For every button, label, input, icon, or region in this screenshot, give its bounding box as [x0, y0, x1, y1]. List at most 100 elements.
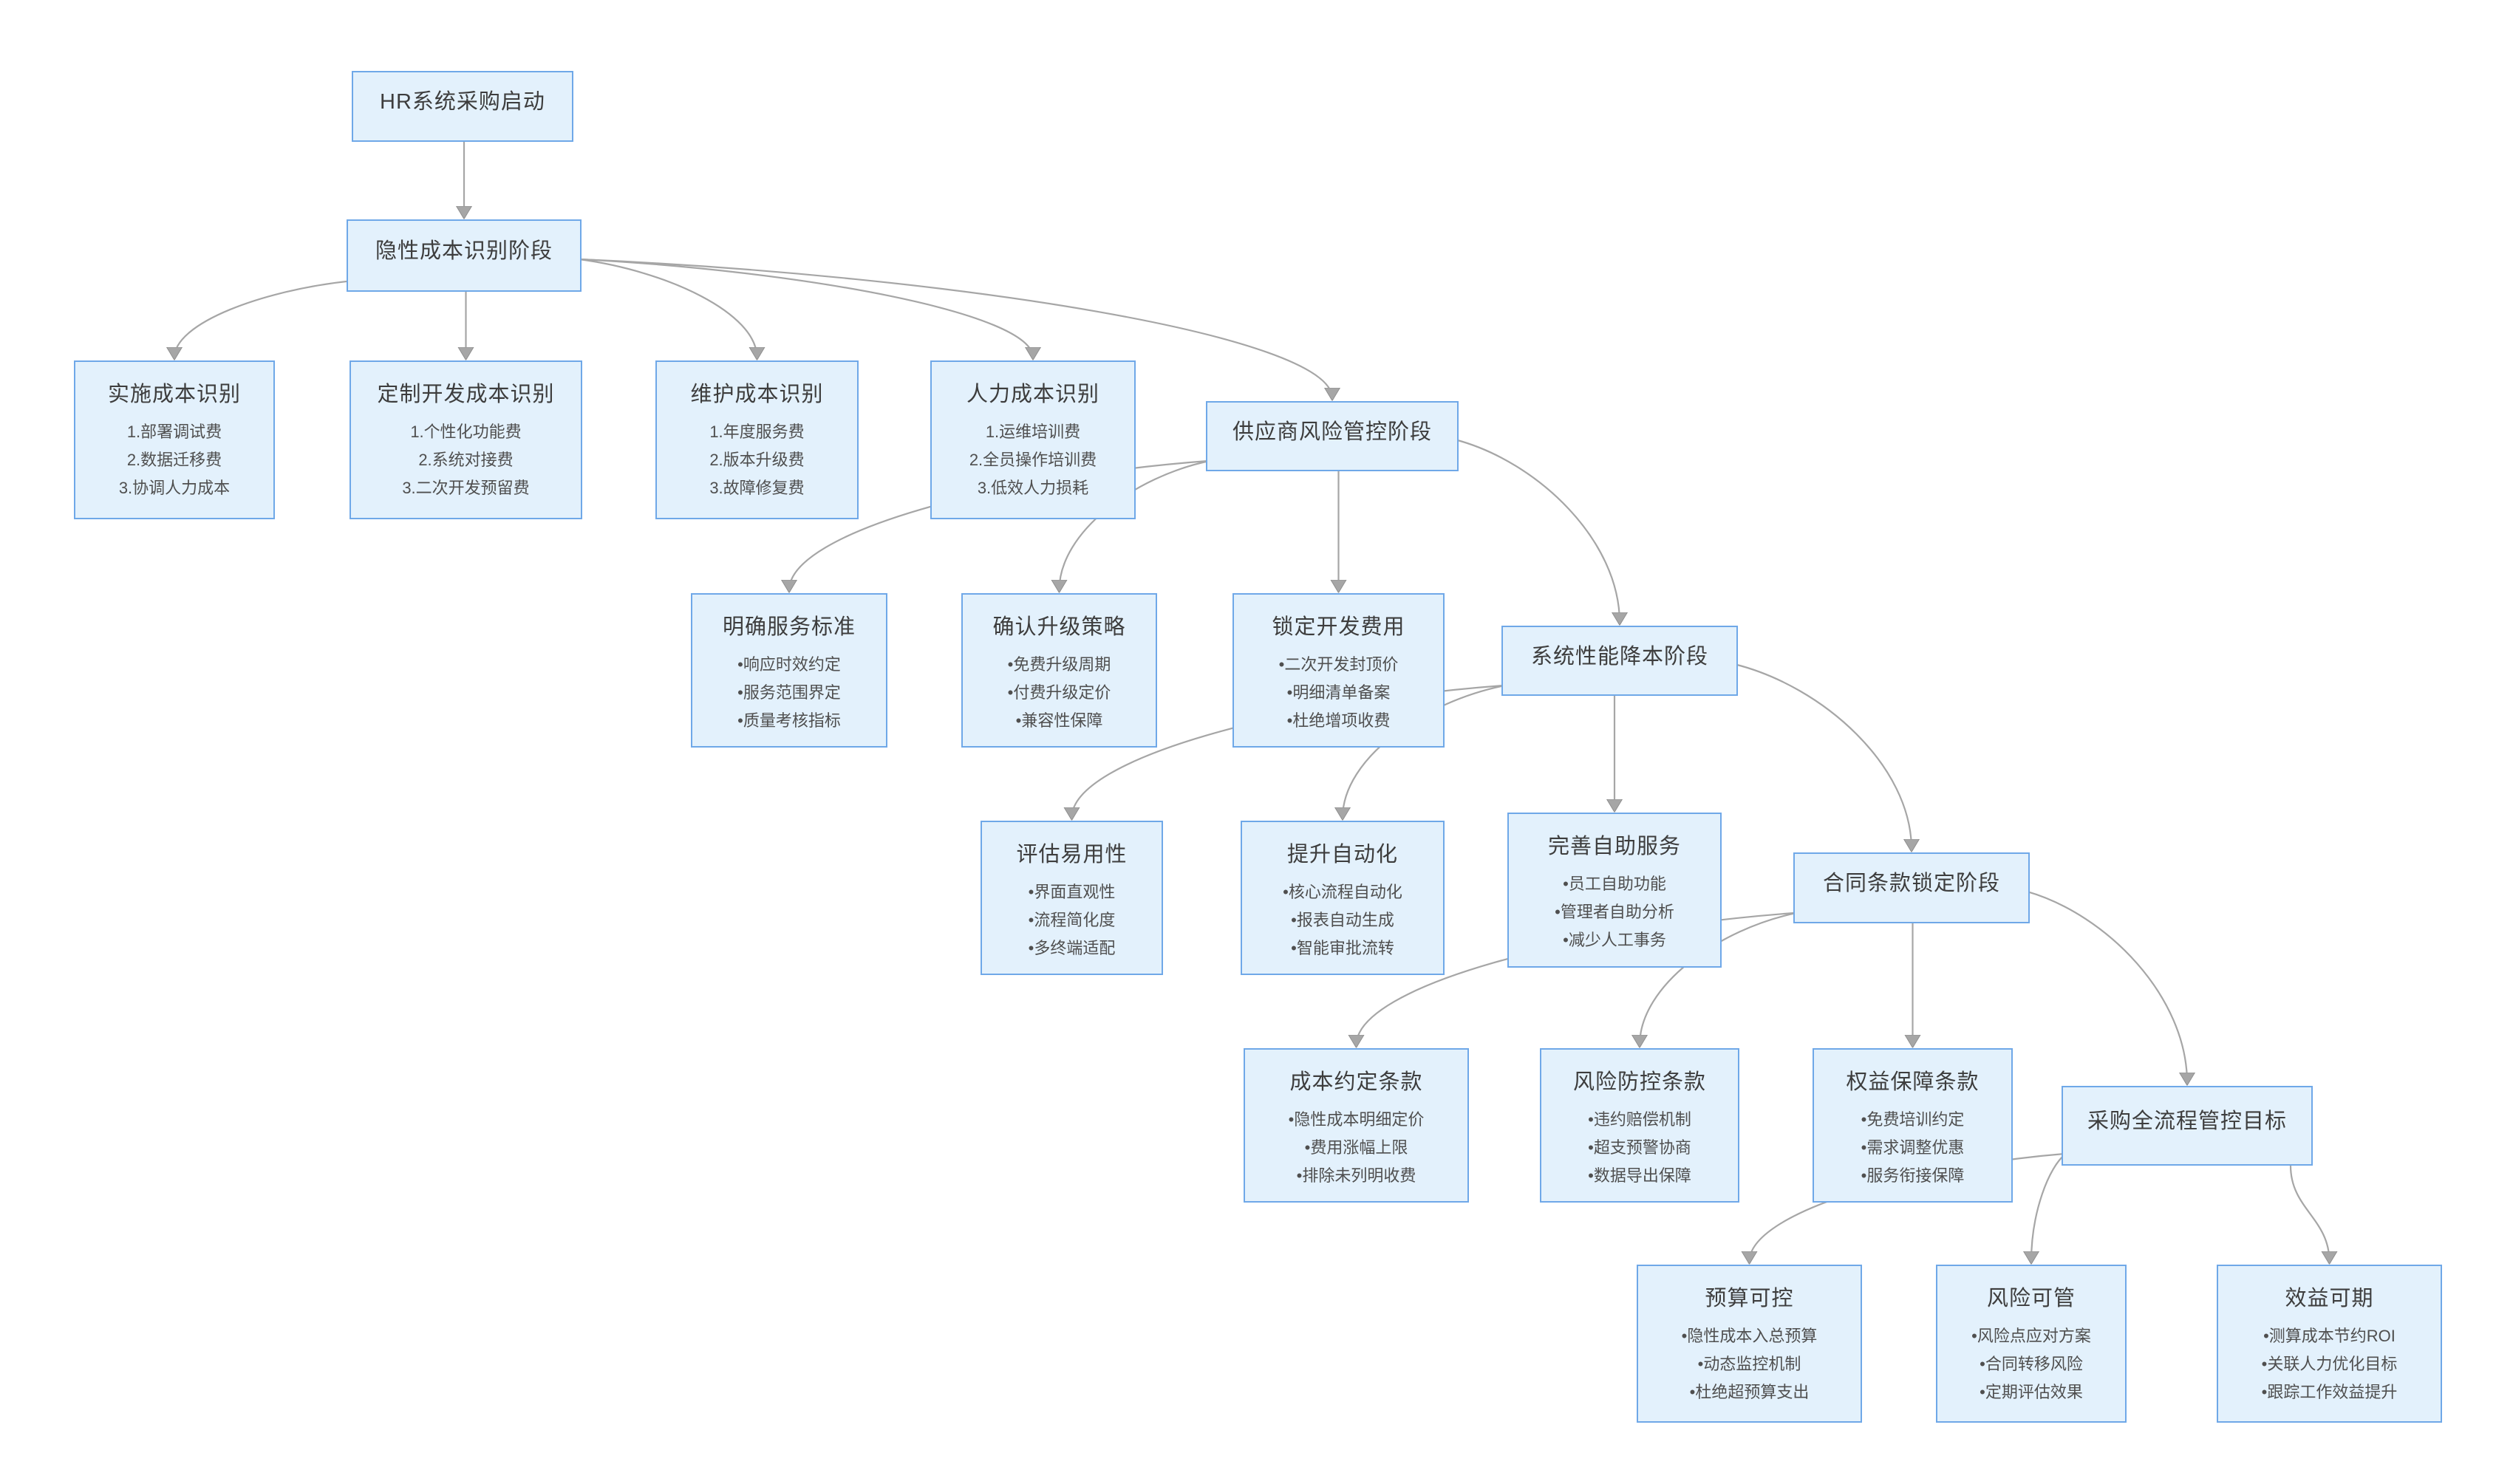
node-list-item: 1.个性化功能费 [410, 423, 522, 441]
node-list-item: •测算成本节约ROI [2263, 1327, 2396, 1345]
node-list-item: •多终端适配 [1028, 939, 1116, 957]
node-title: 系统性能降本阶段 [1530, 644, 1708, 669]
node-title: 成本约定条款 [1289, 1070, 1423, 1094]
node-title: 合同条款锁定阶段 [1822, 872, 2000, 895]
node-title: 隐性成本识别阶段 [375, 239, 553, 263]
node-list-item: •明细清单备案 [1286, 683, 1391, 702]
edge-supplier-risk-stage-to-performance-stage [1455, 439, 1620, 623]
node-budget-control[interactable]: 预算可控 •隐性成本入总预算 •动态监控机制 •杜绝超预算支出 [1637, 1265, 1862, 1423]
node-title: 风险防控条款 [1572, 1070, 1706, 1094]
node-list-item: •免费升级周期 [1007, 655, 1111, 674]
node-list-item: •排除未列明收费 [1296, 1166, 1416, 1185]
node-list-item: •杜绝增项收费 [1286, 711, 1391, 730]
edge-contract-stage-to-procurement-goal [2026, 890, 2187, 1083]
node-list-item: •质量考核指标 [737, 711, 841, 730]
edge-hidden-cost-stage-to-impl-cost [174, 280, 352, 358]
node-title: 实施成本识别 [107, 383, 241, 406]
edge-hidden-cost-stage-to-labor-cost [578, 258, 1033, 358]
node-usability[interactable]: 评估易用性 •界面直观性 •流程简化度 •多终端适配 [981, 821, 1163, 975]
node-title: 维护成本识别 [690, 383, 824, 406]
node-supplier-risk-stage[interactable]: 供应商风险管控阶段 [1206, 401, 1459, 471]
node-title: 预算可控 [1705, 1287, 1794, 1310]
node-list-item: •管理者自助分析 [1555, 903, 1674, 921]
node-service-standard[interactable]: 明确服务标准 •响应时效约定 •服务范围界定 •质量考核指标 [691, 593, 887, 748]
node-custom-dev-cost[interactable]: 定制开发成本识别 1.个性化功能费 2.系统对接费 3.二次开发预留费 [349, 360, 582, 519]
node-list-item: •费用涨幅上限 [1304, 1138, 1408, 1157]
node-list-item: •员工自助功能 [1563, 875, 1666, 893]
edge-procurement-goal-to-risk-manageable [2031, 1152, 2067, 1262]
node-list-item: 3.协调人力成本 [118, 479, 231, 497]
node-list-item: •免费培训约定 [1861, 1110, 1965, 1129]
node-list-item: 3.故障修复费 [709, 479, 805, 497]
edge-procurement-goal-to-benefit-expectable [2289, 1165, 2330, 1262]
node-cost-terms[interactable]: 成本约定条款 •隐性成本明细定价 •费用涨幅上限 •排除未列明收费 [1244, 1048, 1469, 1203]
node-list-item: 3.二次开发预留费 [402, 479, 530, 497]
node-list-item: •核心流程自动化 [1283, 883, 1402, 901]
node-list-item: •动态监控机制 [1697, 1355, 1801, 1373]
node-rights-terms[interactable]: 权益保障条款 •免费培训约定 •需求调整优惠 •服务衔接保障 [1813, 1048, 2013, 1203]
node-list-item: •数据导出保障 [1588, 1166, 1691, 1185]
node-list-item: •杜绝超预算支出 [1689, 1383, 1810, 1401]
node-list-item: •定期评估效果 [1980, 1383, 2083, 1401]
node-title: HR系统采购启动 [380, 90, 545, 114]
node-list-item: 2.全员操作培训费 [969, 451, 1097, 469]
edge-performance-stage-to-contract-stage [1734, 663, 1912, 849]
node-list-item: •跟踪工作效益提升 [2261, 1383, 2398, 1401]
node-list-item: •风险点应对方案 [1971, 1327, 2091, 1345]
node-list-item: •合同转移风险 [1980, 1355, 2083, 1373]
node-list-item: 2.系统对接费 [418, 451, 514, 469]
node-list-item: •流程简化度 [1028, 911, 1116, 929]
node-title: 定制开发成本识别 [377, 383, 555, 406]
node-title: 明确服务标准 [722, 615, 856, 639]
edge-hidden-cost-stage-to-maintenance-cost [578, 258, 757, 358]
node-title: 采购全流程管控目标 [2087, 1109, 2287, 1133]
node-dev-fee-lock[interactable]: 锁定开发费用 •二次开发封顶价 •明细清单备案 •杜绝增项收费 [1232, 593, 1445, 748]
node-list-item: •减少人工事务 [1563, 931, 1666, 949]
node-list-item: 1.运维培训费 [985, 423, 1081, 441]
node-benefit-expectable[interactable]: 效益可期 •测算成本节约ROI •关联人力优化目标 •跟踪工作效益提升 [2217, 1265, 2442, 1423]
node-list-item: •智能审批流转 [1291, 939, 1394, 957]
node-title: 评估易用性 [1016, 843, 1128, 866]
node-impl-cost[interactable]: 实施成本识别 1.部署调试费 2.数据迁移费 3.协调人力成本 [74, 360, 275, 519]
node-labor-cost[interactable]: 人力成本识别 1.运维培训费 2.全员操作培训费 3.低效人力损耗 [930, 360, 1136, 519]
node-list-item: •报表自动生成 [1291, 911, 1394, 929]
node-list-item: •响应时效约定 [737, 655, 841, 674]
node-list-item: 1.部署调试费 [126, 423, 222, 441]
node-list-item: •服务衔接保障 [1861, 1166, 1965, 1185]
node-title: 风险可管 [1986, 1287, 2076, 1310]
node-risk-terms[interactable]: 风险防控条款 •违约赔偿机制 •超支预警协商 •数据导出保障 [1540, 1048, 1739, 1203]
node-upgrade-strategy[interactable]: 确认升级策略•免费升级周期•付费升级定价•兼容性保障 [961, 593, 1157, 748]
node-hidden-cost-stage[interactable]: 隐性成本识别阶段 [347, 219, 582, 292]
node-list-item: •服务范围界定 [737, 683, 841, 702]
node-procurement-goal[interactable]: 采购全流程管控目标 [2062, 1086, 2313, 1166]
node-list-item: 3.低效人力损耗 [977, 479, 1089, 497]
node-title: 人力成本识别 [966, 383, 1099, 406]
node-list-item: •需求调整优惠 [1861, 1138, 1965, 1157]
node-automation[interactable]: 提升自动化 •核心流程自动化 •报表自动生成 •智能审批流转 [1241, 821, 1445, 975]
node-title: 供应商风险管控阶段 [1232, 420, 1432, 444]
node-list-item: •隐性成本明细定价 [1288, 1110, 1425, 1129]
node-self-service[interactable]: 完善自助服务 •员工自助功能 •管理者自助分析 •减少人工事务 [1507, 813, 1722, 968]
node-performance-stage[interactable]: 系统性能降本阶段 [1501, 626, 1738, 696]
node-title: 权益保障条款 [1846, 1070, 1980, 1094]
node-list-item: •二次开发封顶价 [1278, 655, 1399, 674]
node-title: 提升自动化 [1286, 843, 1398, 866]
edge-hidden-cost-stage-to-supplier-risk-stage [578, 258, 1332, 398]
node-title: 效益可期 [2285, 1287, 2374, 1310]
node-list-item: •隐性成本入总预算 [1681, 1327, 1818, 1345]
node-list-item: •付费升级定价 [1007, 683, 1111, 702]
node-list-item: •违约赔偿机制 [1588, 1110, 1691, 1129]
node-contract-stage[interactable]: 合同条款锁定阶段 [1793, 852, 2030, 923]
node-list-item: •兼容性保障 [1015, 711, 1103, 730]
node-title: 锁定开发费用 [1272, 615, 1405, 639]
node-list-item: •界面直观性 [1028, 883, 1116, 901]
node-list-item: •超支预警协商 [1588, 1138, 1691, 1157]
node-list-item: •关联人力优化目标 [2261, 1355, 2398, 1373]
node-hr-start[interactable]: HR系统采购启动 [352, 71, 573, 142]
node-list-item: 2.版本升级费 [709, 451, 805, 469]
node-title: 完善自助服务 [1547, 835, 1681, 858]
node-risk-manageable[interactable]: 风险可管 •风险点应对方案 •合同转移风险 •定期评估效果 [1936, 1265, 2127, 1423]
node-list-item: 2.数据迁移费 [126, 451, 222, 469]
